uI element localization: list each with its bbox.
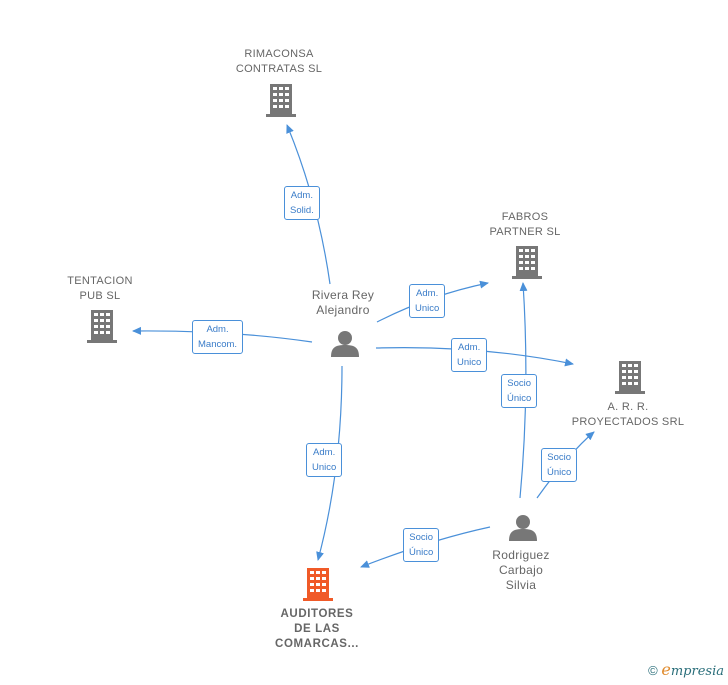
building-icon-rimaconsa[interactable] xyxy=(266,84,296,117)
building-icon-auditores[interactable] xyxy=(303,568,333,601)
company-label-rimaconsa[interactable]: RIMACONSA CONTRATAS SL xyxy=(235,48,323,75)
edge-label-rodriguez-auditores: Socio Único xyxy=(403,528,440,562)
edge-label-rivera-tentacion: Adm. Mancom. xyxy=(192,320,244,354)
company-label-tentacion[interactable]: TENTACION PUB SL xyxy=(67,275,133,302)
person-label-rivera[interactable]: Rivera Rey Alejandro xyxy=(311,288,375,317)
brand-e: e xyxy=(661,660,671,679)
edge-label-rivera-rimaconsa: Adm. Solid. xyxy=(284,186,320,220)
edge-label-rivera-auditores: Adm. Unico xyxy=(306,443,343,477)
person-icon-rodriguez[interactable] xyxy=(509,515,537,541)
copyright-icon: © xyxy=(648,663,658,678)
edge-label-rodriguez-arr: Socio Único xyxy=(541,448,578,482)
edge-label-rivera-arr: Adm. Unico xyxy=(451,338,488,372)
brand-name: mpresia xyxy=(670,664,724,679)
person-icon-rivera[interactable] xyxy=(331,331,359,357)
building-icon-arr[interactable] xyxy=(615,361,645,394)
person-label-rodriguez[interactable]: Rodriguez Carbajo Silvia xyxy=(492,548,550,592)
company-label-fabros[interactable]: FABROS PARTNER SL xyxy=(489,211,561,238)
company-label-auditores[interactable]: AUDITORES DE LAS COMARCAS... xyxy=(275,608,359,650)
building-icon-fabros[interactable] xyxy=(512,246,542,279)
building-icon-tentacion[interactable] xyxy=(87,310,117,343)
edge-label-rivera-fabros: Adm. Unico xyxy=(409,284,446,318)
edge-label-rodriguez-fabros: Socio Único xyxy=(501,374,538,408)
company-label-arr[interactable]: A. R. R. PROYECTADOS SRL xyxy=(571,401,685,428)
brand-logo: © empresia xyxy=(648,660,724,679)
